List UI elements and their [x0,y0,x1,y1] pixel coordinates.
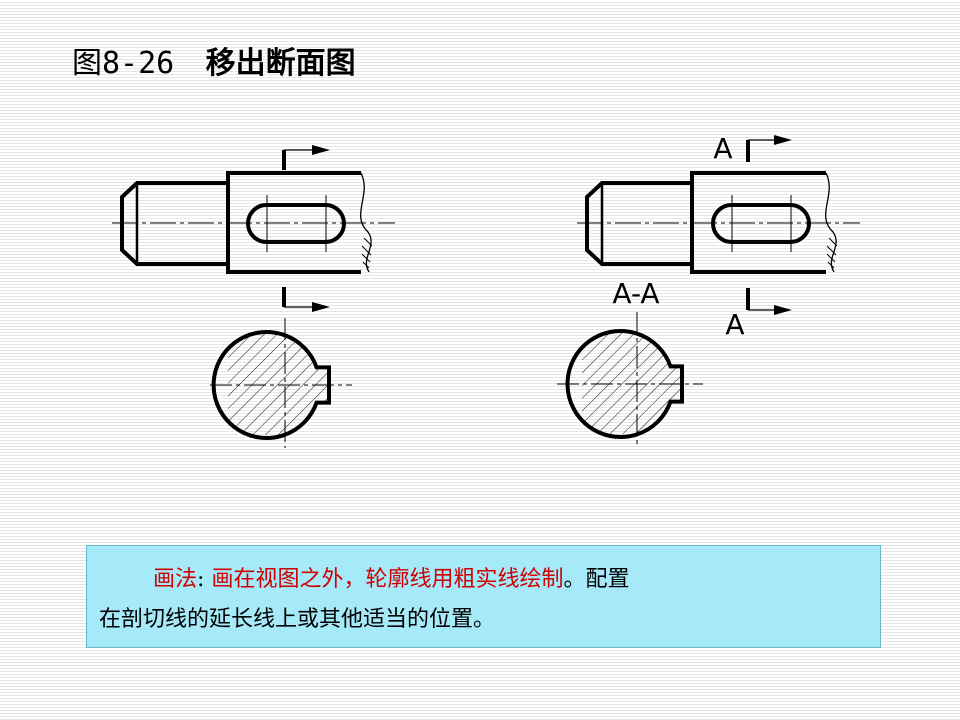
figure-name: 移出断面图 [205,46,356,81]
caption-highlight: 画在视图之外，轮廓线用粗实线绘制 [211,567,564,592]
right-cutting-plane-marks: A A [713,132,792,341]
arrow-head-icon [774,305,792,315]
figure-number: 图8-26 [72,46,175,81]
method-label: 画法 [153,567,198,592]
left-shaft-view [112,171,395,274]
page-title: 图8-26 移出断面图 [72,38,356,82]
caption-rest: 。配置 [563,567,630,592]
engineering-drawing: A A A-A [112,132,860,448]
left-cutting-plane-marks [282,145,330,312]
left-removed-section [210,318,352,448]
right-removed-section: A-A [557,277,703,448]
section-name-label: A-A [612,277,659,310]
arrow-head-icon [312,145,330,155]
section-letter-top: A [713,132,732,165]
right-shaft-view [577,171,860,274]
section-letter-bottom: A [725,308,744,341]
caption-line-1: 画法: 画在视图之外，轮廓线用粗实线绘制。配置 [99,560,868,600]
arrow-head-icon [774,135,792,145]
caption-box: 画法: 画在视图之外，轮廓线用粗实线绘制。配置 在剖切线的延长线上或其他适当的位… [86,545,881,648]
method-colon: : [197,567,205,592]
caption-line-2: 在剖切线的延长线上或其他适当的位置。 [99,607,496,632]
arrow-head-icon [312,302,330,312]
